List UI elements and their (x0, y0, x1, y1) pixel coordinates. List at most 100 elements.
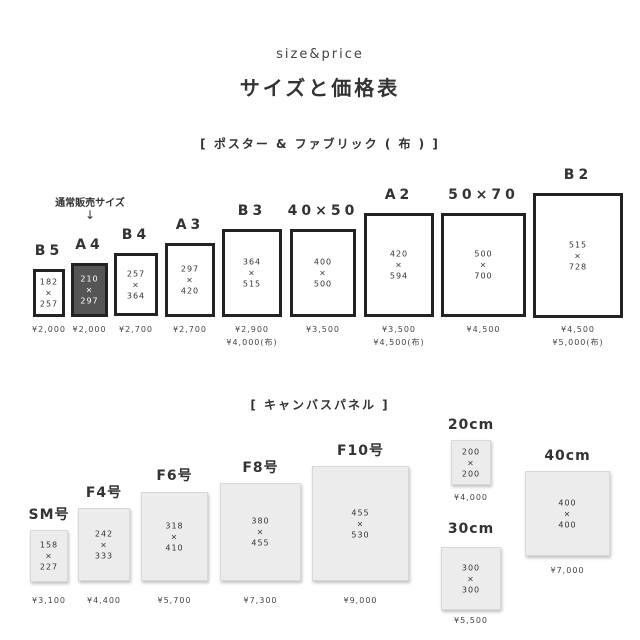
poster-frame: 297×420 (165, 243, 215, 317)
fabric-price: ¥4,000(布) (226, 338, 278, 347)
size-dimensions: 158×227 (31, 540, 67, 573)
dimension-h: 410 (165, 543, 184, 552)
dimension-h: 420 (180, 286, 200, 296)
canvas-panel: 318×410 (141, 492, 208, 581)
canvas-panel: 242×333 (78, 508, 130, 581)
dimension-h: 700 (474, 271, 493, 281)
dimension-w: 500 (474, 249, 493, 259)
size-label: 40×50 (287, 203, 359, 219)
canvas-panel: 380×455 (220, 483, 301, 581)
size-label: F4号 (85, 485, 123, 501)
dimension-w: 182 (39, 277, 59, 287)
price: ¥4,400 (87, 596, 121, 605)
size-dimensions: 210×297 (74, 274, 105, 307)
dimension-w: 210 (80, 274, 99, 284)
dimension-x: × (574, 251, 582, 260)
dimension-x: × (563, 509, 572, 518)
down-arrow-icon: ↓ (84, 208, 96, 222)
section-title-poster: [ ポスター & ファブリック ( 布 ) ] (200, 137, 440, 151)
dimension-w: 455 (351, 508, 370, 517)
size-dimensions: 257×364 (117, 268, 155, 301)
dimension-w: 158 (39, 540, 59, 550)
poster-frame: 500×700 (441, 213, 526, 317)
standard-size-note: 通常販売サイズ (55, 198, 125, 209)
price: ¥5,500 (454, 616, 488, 625)
dimension-h: 515 (242, 279, 262, 289)
section-title-canvas: [ キャンバスパネル ] (250, 398, 390, 412)
size-label: F6号 (156, 468, 193, 484)
dimension-h: 333 (94, 551, 114, 560)
size-label: B4 (121, 227, 151, 243)
page-title: サイズと価格表 (239, 76, 401, 100)
canvas-panel: 400×400 (525, 471, 610, 556)
size-label: B2 (563, 167, 593, 183)
dimension-h: 300 (461, 585, 481, 594)
size-label: SM号 (28, 507, 70, 523)
size-label: A3 (175, 217, 205, 233)
dimension-h: 594 (389, 271, 409, 281)
dimension-x: × (467, 458, 475, 467)
canvas-panel: 200 × 200 (451, 440, 491, 485)
dimension-w: 300 (461, 563, 481, 572)
dimension-w: 200 (461, 447, 481, 456)
canvas-panel: 158×227 (30, 530, 68, 582)
dimension-w: 380 (251, 516, 270, 526)
canvas-panel: 300 × 300 (441, 547, 501, 610)
dimension-x: × (100, 540, 108, 549)
price: ¥2,900 (235, 325, 269, 334)
size-dimensions: 400×400 (526, 497, 609, 530)
dimension-x: × (186, 275, 194, 285)
size-dimensions: 500×700 (444, 249, 523, 282)
poster-frame: 182×257 (33, 269, 65, 317)
dimension-x: × (170, 532, 179, 541)
size-dimensions: 380×455 (221, 516, 300, 549)
size-dimensions: 297×420 (168, 264, 212, 297)
price: ¥7,300 (243, 596, 278, 605)
size-label: A2 (384, 187, 414, 203)
poster-frame: 400×500 (290, 229, 356, 317)
dimension-h: 227 (39, 562, 59, 572)
poster-frame: 515×728 (533, 193, 623, 318)
size-label: F8号 (242, 460, 279, 476)
dimension-x: × (45, 288, 53, 298)
canvas-panel: 455×530 (312, 466, 409, 581)
size-dimensions: 455×530 (313, 507, 408, 540)
dimension-h: 200 (461, 469, 481, 478)
dimension-x: × (256, 527, 265, 537)
dimension-w: 400 (558, 498, 577, 507)
price: ¥3,100 (32, 596, 66, 605)
price: ¥4,500 (466, 325, 501, 334)
dimension-h: 364 (126, 291, 146, 300)
size-label: A4 (75, 237, 104, 253)
price: ¥3,500 (306, 325, 340, 334)
dimension-h: 455 (251, 538, 270, 548)
price: ¥7,000 (550, 566, 585, 575)
dimension-x: × (479, 260, 488, 270)
price: ¥2,000 (72, 325, 107, 334)
size-dimensions: 318×410 (142, 520, 207, 553)
size-dimensions: 200 × 200 (452, 446, 490, 479)
size-label: F10号 (336, 443, 385, 459)
price: ¥3,500 (382, 325, 416, 334)
dimension-x: × (467, 574, 475, 583)
dimension-w: 400 (313, 257, 333, 267)
price: ¥2,700 (173, 325, 207, 334)
dimension-h: 500 (313, 279, 333, 289)
size-dimensions: 515×728 (536, 239, 620, 272)
dimension-h: 728 (568, 262, 588, 271)
size-dimensions: 364×515 (225, 257, 279, 290)
fabric-price: ¥4,500(布) (373, 338, 425, 347)
subtitle: size&price (276, 47, 364, 62)
size-dimensions: 182×257 (36, 277, 62, 310)
size-label: 30cm (447, 521, 495, 537)
dimension-w: 364 (242, 257, 262, 267)
dimension-x: × (319, 268, 327, 278)
size-label: 40cm (544, 448, 591, 464)
dimension-x: × (248, 268, 256, 278)
poster-frame: 210×297 (71, 263, 108, 317)
dimension-x: × (45, 551, 53, 561)
size-label: B3 (237, 203, 267, 219)
dimension-h: 257 (39, 299, 59, 309)
poster-frame: 257×364 (114, 253, 158, 316)
size-label: B5 (34, 243, 64, 259)
